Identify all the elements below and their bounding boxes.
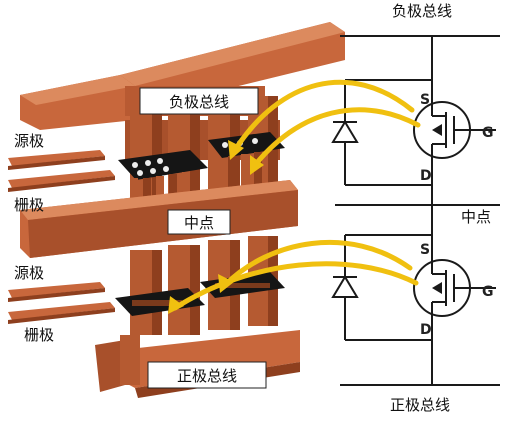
lower-gate-pin: G	[482, 284, 494, 300]
arrow-upper-1	[232, 79, 415, 153]
midpoint-title: 中点	[461, 208, 491, 226]
upper-source-pin: S	[420, 92, 430, 108]
positive-bus-label-box: 正极总线	[147, 361, 267, 389]
source-label-bottom: 源极	[14, 264, 44, 282]
upper-diode	[331, 120, 359, 143]
svg-text:负极总线: 负极总线	[169, 93, 229, 111]
upper-gate-pin: G	[482, 125, 494, 141]
lower-mosfet	[413, 255, 496, 318]
lower-leads	[8, 282, 115, 324]
lower-drain-pin: D	[420, 322, 432, 338]
midpoint-label-box: 中点	[167, 209, 231, 235]
gate-label-bottom: 栅极	[24, 326, 54, 344]
arrow-lower-2	[172, 261, 419, 311]
power-module-illustration: 负极总线 中点 正极总线 源极 栅极 源极 栅极	[8, 22, 345, 398]
negative-bus-label-box: 负极总线	[139, 87, 259, 115]
arrow-upper-2	[252, 107, 421, 168]
yellow-arrowheads	[168, 140, 264, 314]
positive-bus-title: 正极总线	[390, 396, 450, 414]
svg-text:中点: 中点	[184, 214, 214, 232]
negative-bus-title: 负极总线	[392, 2, 452, 20]
gate-label-top: 栅极	[14, 196, 44, 214]
svg-text:正极总线: 正极总线	[177, 367, 237, 385]
yellow-arrows	[172, 79, 421, 311]
upper-drain-pin: D	[420, 168, 432, 184]
lower-diode	[331, 275, 359, 298]
source-label-top: 源极	[14, 132, 44, 150]
midpoint-plate	[20, 180, 298, 258]
arrow-lower-1	[222, 239, 413, 288]
upper-chip-left	[118, 150, 208, 180]
upper-mosfet	[413, 100, 496, 160]
lower-chip-left	[115, 288, 205, 316]
upper-leads	[8, 150, 115, 192]
lower-source-pin: S	[420, 242, 430, 258]
